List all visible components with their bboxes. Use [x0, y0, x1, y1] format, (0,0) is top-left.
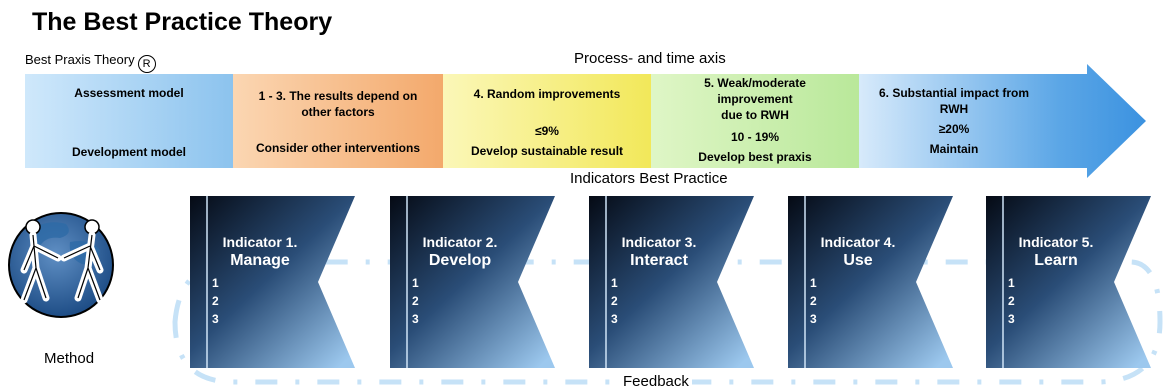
band-weak-text: 5. Weak/moderate improvement due to RWH …: [651, 74, 859, 168]
indicator-numbers: 1 2 3: [412, 274, 419, 328]
band-substantial-text: 6. Substantial impact from RWH ≥20% Main…: [859, 74, 1049, 168]
indicator-name: Indicator 2.: [422, 234, 498, 250]
band-line: Assessment model: [74, 86, 184, 100]
indicator-shape-4: [788, 196, 953, 368]
page-title: The Best Practice Theory: [32, 8, 333, 36]
indicator-num: 3: [412, 312, 419, 326]
band-line: RWH: [939, 102, 969, 116]
indicator-num: 1: [412, 276, 419, 290]
indicator-numbers: 1 2 3: [611, 274, 618, 328]
indicator-sub: Use: [843, 252, 873, 269]
axis-label: Process- and time axis: [574, 50, 726, 67]
indicator-num: 1: [810, 276, 817, 290]
method-label: Method: [44, 350, 95, 367]
band-line: 10 - 19%: [730, 130, 780, 144]
indicator-numbers: 1 2 3: [810, 274, 817, 328]
band-line: Development model: [71, 145, 187, 159]
band-line: Consider other interventions: [255, 141, 421, 155]
indicator-num: 3: [212, 312, 219, 326]
band-weak: [651, 74, 859, 168]
band-random-text: 4. Random improvements ≤9% Develop susta…: [443, 74, 651, 168]
indicator-numbers: 1 2 3: [1008, 274, 1015, 328]
indicator-num: 2: [810, 294, 817, 308]
band-line: ≤9%: [535, 124, 559, 138]
band-assessment-text: Assessment model Development model: [25, 74, 233, 168]
method-icon: [8, 212, 114, 318]
band-line: Maintain: [929, 142, 979, 156]
indicator-card-5: Indicator 5. Learn 1 2 3: [986, 196, 1146, 368]
band-depend: [233, 74, 443, 168]
band-assessment: [25, 74, 233, 168]
indicator-shape-2: [390, 196, 555, 368]
band-line: Develop sustainable result: [470, 144, 624, 158]
indicator-num: 1: [611, 276, 618, 290]
band-random: [443, 74, 651, 168]
band-line: 5. Weak/moderate: [704, 76, 806, 90]
indicator-num: 2: [212, 294, 219, 308]
indicator-num: 2: [611, 294, 618, 308]
indicator-card-1: Indicator 1. Manage 1 2 3: [190, 196, 350, 368]
indicator-sub: Manage: [230, 252, 290, 269]
indicator-num: 1: [212, 276, 219, 290]
band-line: 6. Substantial impact from: [878, 86, 1030, 100]
indicator-shape-1: [190, 196, 355, 368]
indicator-num: 3: [1008, 312, 1015, 326]
band-line: Develop best praxis: [698, 150, 812, 164]
indicator-num: 2: [412, 294, 419, 308]
band-line: improvement: [717, 92, 793, 106]
subtitle-text: Best Praxis Theory: [25, 52, 135, 67]
indicator-name: Indicator 5.: [1018, 234, 1094, 250]
indicator-shape-5: [986, 196, 1151, 368]
indicator-num: 3: [611, 312, 618, 326]
feedback-label: Feedback: [620, 373, 692, 390]
indicator-name: Indicator 4.: [820, 234, 896, 250]
band-line: due to RWH: [721, 108, 789, 122]
indicator-card-3: Indicator 3. Interact 1 2 3: [589, 196, 749, 368]
band-line: other factors: [301, 105, 375, 119]
indicators-heading: Indicators Best Practice: [570, 170, 728, 187]
indicator-sub: Interact: [630, 252, 688, 269]
indicator-shape-3: [589, 196, 754, 368]
indicator-name: Indicator 3.: [621, 234, 697, 250]
indicator-card-2: Indicator 2. Develop 1 2 3: [390, 196, 550, 368]
registered-icon: R: [137, 55, 156, 73]
band-line: ≥20%: [938, 122, 970, 136]
band-line: 4. Random improvements: [473, 87, 621, 101]
band-depend-text: 1 - 3. The results depend on other facto…: [233, 74, 443, 168]
arrow-head-band: [859, 64, 1146, 178]
indicator-numbers: 1 2 3: [212, 274, 219, 328]
indicator-sub: Learn: [1034, 252, 1078, 269]
indicator-num: 1: [1008, 276, 1015, 290]
indicator-name: Indicator 1.: [222, 234, 298, 250]
indicator-sub: Develop: [428, 252, 492, 269]
indicator-card-4: Indicator 4. Use 1 2 3: [788, 196, 948, 368]
band-line: 1 - 3. The results depend on: [258, 89, 418, 103]
indicator-num: 2: [1008, 294, 1015, 308]
indicator-num: 3: [810, 312, 817, 326]
